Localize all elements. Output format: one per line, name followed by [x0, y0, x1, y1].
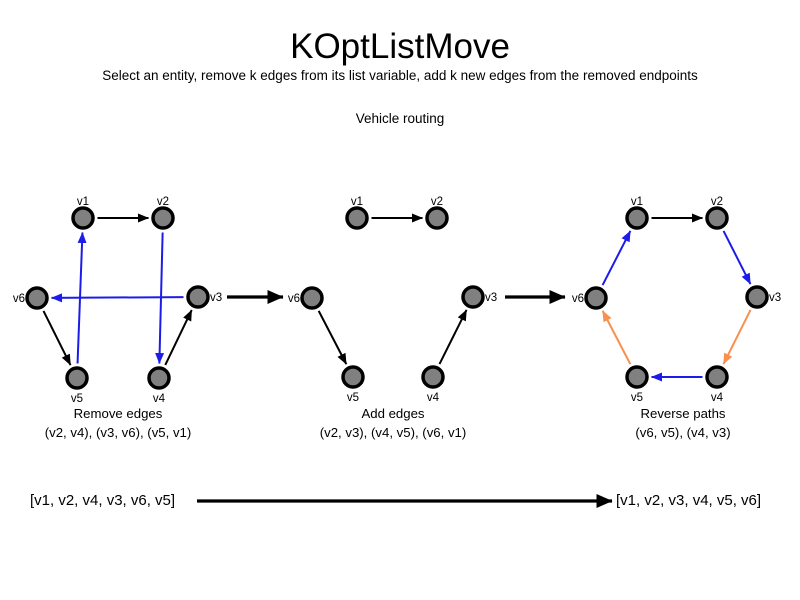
node-label-v1: v1 — [351, 196, 363, 208]
node-label-v3: v3 — [485, 292, 497, 304]
node-v3 — [461, 285, 485, 309]
page-title: KOptListMove — [290, 27, 510, 66]
remove-edges-caption-title: Remove edges — [73, 406, 163, 421]
node-v1 — [625, 206, 649, 230]
node-v6 — [25, 286, 49, 310]
remove-edges-graph: v1 v2 v6 v3 v5 v4 — [13, 196, 222, 405]
reverse-paths-caption-pairs: (v6, v5), (v4, v3) — [635, 424, 731, 440]
edge-v4-v3 — [164, 309, 193, 366]
node-v1 — [345, 206, 369, 230]
node-label-v1: v1 — [631, 196, 643, 208]
edge-v6-v5 — [317, 310, 348, 365]
add-edges-graph: v1 v2 v6 v3 v5 v4 — [288, 196, 497, 404]
edge-v3-v4 — [722, 309, 752, 365]
node-label-v4: v4 — [427, 392, 440, 404]
edge-v4-v3 — [438, 309, 468, 365]
edge-v2-v3 — [722, 230, 752, 285]
reverse-paths-caption: Reverse paths (v6, v5), (v4, v3) — [573, 405, 793, 442]
node-label-v2: v2 — [711, 196, 723, 208]
add-edges-caption-pairs: (v2, v3), (v4, v5), (v6, v1) — [319, 424, 467, 440]
before-route-list: [v1, v2, v4, v3, v6, v5] — [30, 492, 176, 509]
node-v4 — [147, 366, 171, 390]
node-label-v5: v5 — [631, 392, 643, 404]
reverse-paths-caption-title: Reverse paths — [640, 406, 726, 421]
node-v5 — [341, 365, 365, 389]
scenario-label: Vehicle routing — [355, 111, 445, 126]
node-v2 — [705, 206, 729, 230]
node-label-v6: v6 — [572, 293, 584, 305]
edge-v5-v6 — [601, 310, 632, 365]
reverse-paths-graph: v1 v2 v6 v3 v5 v4 — [572, 196, 781, 404]
node-v5 — [625, 365, 649, 389]
add-edges-caption: Add edges (v2, v3), (v4, v5), (v6, v1) — [283, 405, 503, 442]
edge-v5-v1 — [76, 231, 87, 364]
edge-v6-v1 — [601, 230, 632, 286]
node-v5 — [65, 366, 89, 390]
node-label-v2: v2 — [431, 196, 443, 208]
node-label-v2: v2 — [157, 196, 169, 208]
node-label-v6: v6 — [13, 293, 25, 305]
node-v2 — [151, 206, 175, 230]
node-v1 — [71, 206, 95, 230]
node-v4 — [421, 365, 445, 389]
node-v3 — [745, 285, 769, 309]
node-label-v1: v1 — [77, 196, 89, 208]
node-label-v6: v6 — [288, 293, 300, 305]
edge-v3-v6 — [50, 293, 184, 303]
node-label-v3: v3 — [210, 292, 222, 304]
node-v6 — [300, 286, 324, 310]
node-v4 — [705, 365, 729, 389]
subtitle: Select an entity, remove k edges from it… — [102, 68, 698, 83]
node-v3 — [186, 285, 210, 309]
node-label-v4: v4 — [153, 393, 166, 405]
remove-edges-caption-pairs: (v2, v4), (v3, v6), (v5, v1) — [44, 424, 192, 440]
edge-v6-v5 — [42, 310, 72, 366]
after-route-list: [v1, v2, v3, v4, v5, v6] — [616, 492, 762, 509]
node-label-v5: v5 — [347, 392, 359, 404]
add-edges-caption-title: Add edges — [361, 406, 425, 421]
node-v2 — [425, 206, 449, 230]
remove-edges-caption: Remove edges (v2, v4), (v3, v6), (v5, v1… — [8, 405, 228, 442]
node-label-v4: v4 — [711, 392, 724, 404]
node-label-v3: v3 — [769, 292, 781, 304]
node-label-v5: v5 — [71, 393, 83, 405]
node-v6 — [584, 286, 608, 310]
